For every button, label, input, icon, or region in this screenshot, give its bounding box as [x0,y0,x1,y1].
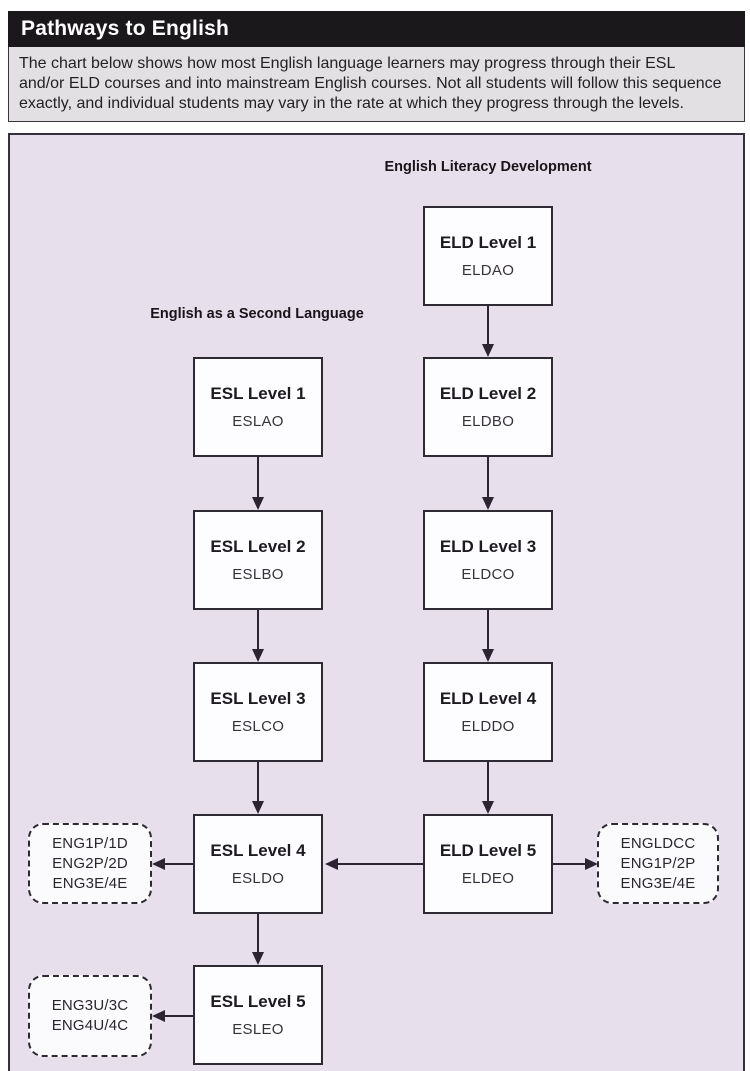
course-code: ENGLDCC [620,834,696,852]
arrowhead-eld3-to-eld4 [482,649,494,662]
intro-panel: The chart below shows how most English l… [8,47,745,122]
node-code: ESLCO [231,718,285,735]
arrow-eld3-to-eld4 [487,610,489,650]
node-esl-level-3: ESL Level 3 ESLCO [193,662,323,762]
column-heading-esl: English as a Second Language [150,306,364,322]
intro-text-line: The chart below shows how most English l… [19,55,676,72]
arrow-eld5-to-exits [553,863,587,865]
course-code: ENG3E/4E [620,874,696,892]
node-title: ELD Level 1 [439,233,537,252]
arrow-eld4-to-eld5 [487,762,489,802]
arrowhead-esl4-to-exits [152,858,165,870]
arrow-esl5-to-exits [163,1015,193,1017]
node-title: ESL Level 5 [210,992,306,1011]
exit-courses-from-esl4: ENG1P/1D ENG2P/2D ENG3E/4E [28,823,152,904]
page-title: Pathways to English [21,17,230,40]
node-eld-level-5: ELD Level 5 ELDEO [423,814,553,914]
arrowhead-esl1-to-esl2 [252,497,264,510]
node-eld-level-1: ELD Level 1 ELDAO [423,206,553,306]
node-title: ELD Level 5 [439,841,537,860]
node-code: ELDEO [461,870,515,887]
column-heading-eld: English Literacy Development [384,159,592,175]
node-title: ESL Level 3 [210,689,306,708]
exit-courses-from-esl5: ENG3U/3C ENG4U/4C [28,975,152,1057]
arrowhead-esl5-to-exits [152,1010,165,1022]
arrowhead-eld2-to-eld3 [482,497,494,510]
node-title: ESL Level 1 [210,384,306,403]
arrow-esl3-to-esl4 [257,762,259,802]
node-esl-level-2: ESL Level 2 ESLBO [193,510,323,610]
node-code: ELDDO [461,718,515,735]
node-esl-level-1: ESL Level 1 ESLAO [193,357,323,457]
node-title: ESL Level 4 [210,841,306,860]
course-code: ENG1P/2P [620,854,696,872]
arrowhead-esl4-to-esl5 [252,952,264,965]
intro-text-line: exactly, and individual students may var… [19,95,684,112]
course-code: ENG3U/3C [51,997,129,1014]
arrowhead-eld5-to-esl4 [325,858,338,870]
course-code: ENG1P/1D [52,834,128,852]
node-esl-level-4: ESL Level 4 ESLDO [193,814,323,914]
arrowhead-eld4-to-eld5 [482,801,494,814]
exit-courses-from-eld5: ENGLDCC ENG1P/2P ENG3E/4E [597,823,719,904]
node-title: ELD Level 2 [439,384,537,403]
node-title: ELD Level 3 [439,537,537,556]
arrow-esl4-to-esl5 [257,914,259,953]
page-title-bar: Pathways to English [8,11,745,47]
intro-text-line: and/or ELD courses and into mainstream E… [19,75,722,92]
node-code: ELDBO [461,413,515,430]
arrow-esl2-to-esl3 [257,610,259,650]
arrow-eld1-to-eld2 [487,305,489,345]
arrow-esl1-to-esl2 [257,457,259,498]
arrowhead-esl3-to-esl4 [252,801,264,814]
node-eld-level-4: ELD Level 4 ELDDO [423,662,553,762]
arrowhead-esl2-to-esl3 [252,649,264,662]
node-code: ESLDO [231,870,285,887]
arrow-eld2-to-eld3 [487,457,489,498]
arrowhead-eld5-to-exits [585,858,598,870]
node-code: ESLAO [232,413,284,430]
node-eld-level-3: ELD Level 3 ELDCO [423,510,553,610]
arrow-eld5-to-esl4 [336,863,423,865]
pathways-flowchart [8,133,745,1071]
node-code: ESLBO [232,566,284,583]
arrowhead-eld1-to-eld2 [482,344,494,357]
arrow-esl4-to-exits [163,863,193,865]
node-esl-level-5: ESL Level 5 ESLEO [193,965,323,1065]
node-code: ELDCO [461,566,515,583]
course-code: ENG2P/2D [52,854,128,872]
node-code: ELDAO [461,262,515,279]
node-title: ELD Level 4 [439,689,537,708]
course-code: ENG4U/4C [51,1017,129,1034]
course-code: ENG3E/4E [52,874,128,892]
node-eld-level-2: ELD Level 2 ELDBO [423,357,553,457]
node-code: ESLEO [232,1021,284,1038]
node-title: ESL Level 2 [210,537,306,556]
